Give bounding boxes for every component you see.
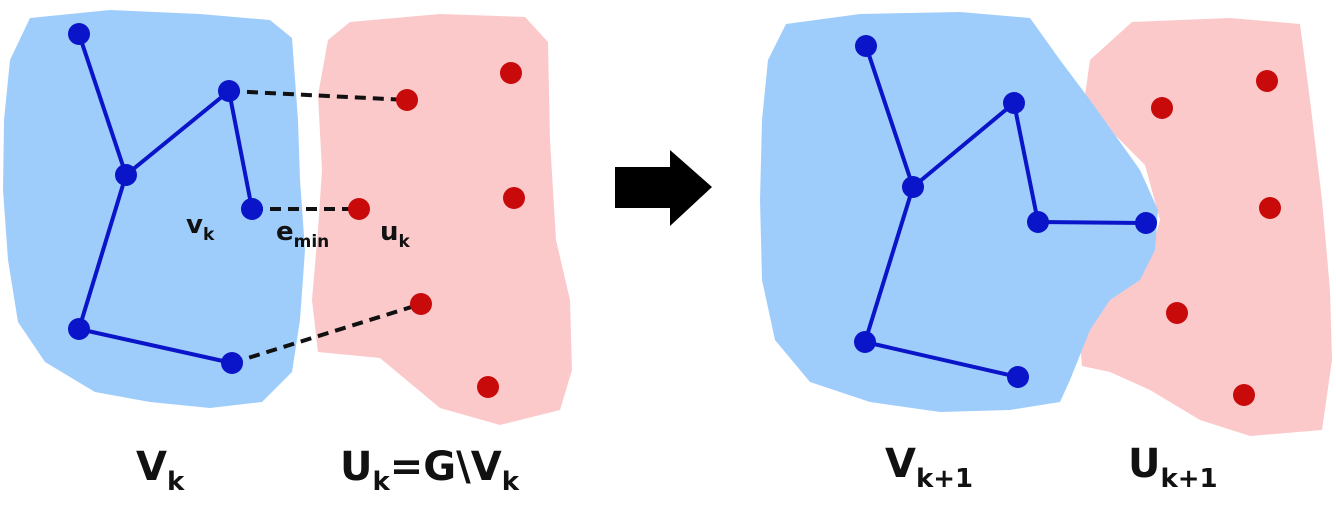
tree-node [221, 352, 243, 374]
left-panel: vk emin uk Vk Uk=G\Vk [3, 10, 572, 497]
tree-edge [77, 327, 234, 365]
tree-node [68, 318, 90, 340]
right-panel: Vk+1 Uk+1 [760, 12, 1332, 494]
tree-set-label-vk1: Vk+1 [885, 441, 973, 494]
tree-edge [863, 340, 1020, 379]
rest-region-uk1 [1078, 18, 1332, 436]
edge-label-emin: emin [276, 217, 329, 252]
rest-node [1151, 97, 1173, 119]
rest-node [410, 293, 432, 315]
tree-node [854, 331, 876, 353]
tree-edge [1012, 101, 1040, 224]
step-arrow-icon [615, 150, 712, 226]
tree-node [1027, 211, 1049, 233]
tree-edge [864, 44, 915, 189]
tree-edge [911, 101, 1016, 189]
tree-region-vk [3, 10, 305, 408]
tree-node [115, 164, 137, 186]
rest-node [1166, 302, 1188, 324]
tree-edge [227, 89, 254, 211]
candidate-edge [228, 89, 408, 102]
tree-node-vk [241, 198, 263, 220]
rest-set-label-uk: Uk=G\Vk [340, 444, 520, 497]
tree-edge [863, 185, 915, 344]
rest-node [477, 376, 499, 398]
tree-node [68, 23, 90, 45]
tree-edge-new [1036, 220, 1148, 225]
rest-node [1259, 197, 1281, 219]
tree-region-vk1 [760, 12, 1158, 412]
rest-node [1256, 70, 1278, 92]
tree-edge [124, 89, 231, 177]
rest-node [396, 89, 418, 111]
tree-node-added [1135, 212, 1157, 234]
tree-node [1003, 92, 1025, 114]
rest-set-label-uk1: Uk+1 [1128, 441, 1218, 494]
rest-region-uk [312, 14, 572, 425]
candidate-edge [231, 302, 422, 365]
tree-node [855, 35, 877, 57]
tree-node [902, 176, 924, 198]
rest-node [1233, 384, 1255, 406]
tree-node [218, 80, 240, 102]
tree-edge [77, 32, 128, 177]
tree-edge [77, 173, 128, 331]
tree-node [1007, 366, 1029, 388]
rest-node-uk [348, 198, 370, 220]
tree-set-label-vk: Vk [136, 444, 185, 497]
rest-node [500, 62, 522, 84]
vertex-label-uk: uk [380, 217, 411, 252]
vertex-label-vk: vk [186, 210, 215, 245]
rest-node [503, 187, 525, 209]
